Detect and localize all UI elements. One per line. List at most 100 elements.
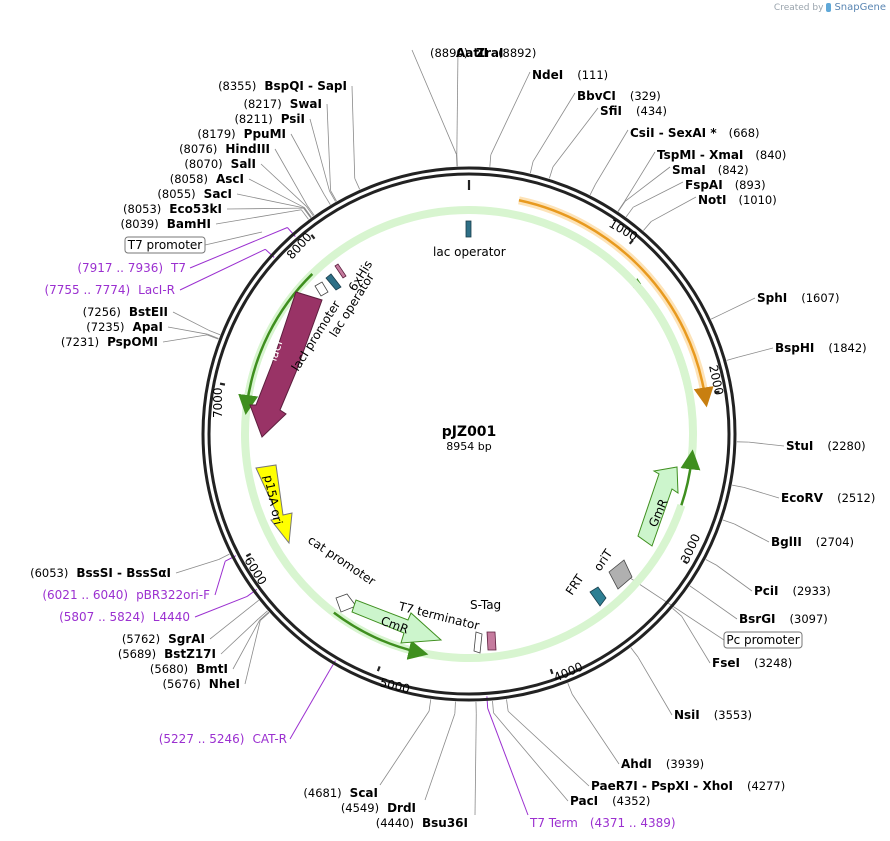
site-leader	[175, 559, 219, 574]
site-label: (8217)SwaI	[243, 97, 322, 111]
site-label: PaeR7I - PspXI - XhoI(4277)	[591, 779, 785, 793]
site-label: (8058)AscI	[170, 172, 244, 186]
site-labels-left: (4440)Bsu36I (4549)DrdI (4681)ScaI (5676…	[30, 79, 468, 830]
site-label: AatII(8892)	[456, 46, 536, 60]
primer-leader	[194, 595, 248, 618]
snapgene-logo-icon	[826, 3, 832, 12]
site-leader	[506, 699, 509, 712]
site-leader	[710, 313, 723, 320]
laci-promoter-feature	[314, 281, 329, 297]
primer-leader	[289, 670, 330, 740]
site-label: (4681)ScaI	[303, 786, 378, 800]
site-leader	[232, 619, 261, 670]
site-label: NdeI(111)	[532, 68, 608, 82]
site-leader	[624, 166, 671, 202]
tick-label-2000: 2000	[706, 364, 726, 397]
site-label: TspMI - XmaI(840)	[657, 148, 786, 162]
site-leader	[716, 564, 753, 592]
tick-mark	[714, 390, 720, 394]
site-label: (7256)BstEII	[83, 305, 168, 319]
site-label: BspHI(1842)	[775, 341, 867, 355]
orf-laci	[238, 273, 314, 415]
primer-label: (7755 .. 7774)LacI-R	[44, 283, 175, 297]
plasmid-length: 8954 bp	[446, 440, 491, 453]
primer-leader	[179, 248, 266, 291]
site-leader	[167, 326, 208, 335]
orit-feature	[608, 559, 633, 590]
site-leader	[456, 154, 458, 167]
primer-labels: (7917 .. 7936)T7 (7755 .. 7774)LacI-R (6…	[42, 261, 675, 830]
site-leader	[428, 699, 432, 712]
primer-leader	[487, 708, 529, 816]
site-leader	[625, 206, 634, 218]
t7-promoter-leader	[204, 231, 263, 246]
site-leader	[323, 194, 331, 205]
site-leader	[248, 178, 305, 208]
orf-orange	[518, 199, 714, 408]
site-leader	[226, 207, 304, 210]
primer-label: (5227 .. 5246)CAT-R	[159, 732, 287, 746]
site-leader	[305, 205, 314, 217]
site-label: SphI(1607)	[757, 291, 840, 305]
site-label: SmaI(842)	[672, 163, 749, 177]
t7-terminator-feature	[473, 631, 483, 654]
site-leader	[207, 333, 219, 339]
primer-leader	[189, 227, 288, 269]
site-leader	[617, 201, 626, 212]
site-leader	[260, 163, 307, 207]
site-label: FspAI(893)	[685, 178, 766, 192]
site-leader	[379, 710, 430, 786]
site-label: (7235)ApaI	[86, 320, 163, 334]
site-leader	[507, 710, 590, 787]
site-leader	[651, 196, 697, 222]
t7-promoter-box: T7 promoter	[124, 236, 206, 254]
site-label: SfiI(434)	[600, 104, 667, 118]
tick-label-7000: 7000	[211, 387, 225, 418]
site-leader	[162, 334, 208, 343]
site-leader	[218, 553, 230, 560]
tick-label-3000: 3000	[678, 532, 703, 566]
site-leader	[290, 133, 325, 195]
site-leader	[274, 148, 308, 206]
site-leader	[490, 71, 531, 156]
site-leader	[492, 700, 494, 713]
site-label: (5762)SgrAI	[122, 632, 205, 646]
site-leader	[208, 329, 221, 336]
frt-feature	[589, 586, 607, 607]
tick-label-5000: 5000	[378, 675, 411, 696]
site-leader-lines	[162, 49, 785, 816]
site-leader	[721, 297, 756, 315]
site-label: NotI(1010)	[698, 193, 777, 207]
site-leader	[454, 701, 456, 714]
site-leader	[259, 611, 269, 621]
site-leader	[354, 178, 361, 190]
site-label: (4440)Bsu36I	[376, 816, 468, 830]
site-label: (4549)DrdI	[341, 801, 416, 815]
site-leader	[249, 599, 260, 608]
site-leader	[699, 592, 738, 620]
site-label: PacI(4352)	[570, 794, 650, 808]
site-leader	[529, 161, 534, 174]
site-leader	[236, 193, 304, 209]
site-label: FseI(3248)	[712, 656, 792, 670]
cat-promoter-label: cat promoter	[305, 533, 378, 588]
primer-leader	[214, 561, 226, 596]
site-label: (8055)SacI	[157, 187, 232, 201]
site-leader	[303, 207, 312, 218]
tick-mark	[682, 559, 689, 565]
orf-gmr	[680, 449, 701, 506]
t7-promoter-label: T7 promoter	[127, 238, 203, 252]
site-leader	[489, 154, 492, 167]
tick-mark	[549, 668, 554, 675]
p15a-ori-feature	[255, 464, 293, 545]
site-leader	[748, 441, 785, 447]
site-leader	[329, 191, 336, 202]
site-leader	[630, 647, 639, 658]
credit-brand: SnapGene	[834, 2, 886, 13]
orf-arcs	[238, 196, 714, 662]
site-leader	[206, 334, 219, 340]
site-leader	[722, 519, 735, 525]
site-leader	[326, 103, 331, 191]
site-label: AhdI(3939)	[621, 757, 704, 771]
site-leader	[672, 608, 682, 617]
